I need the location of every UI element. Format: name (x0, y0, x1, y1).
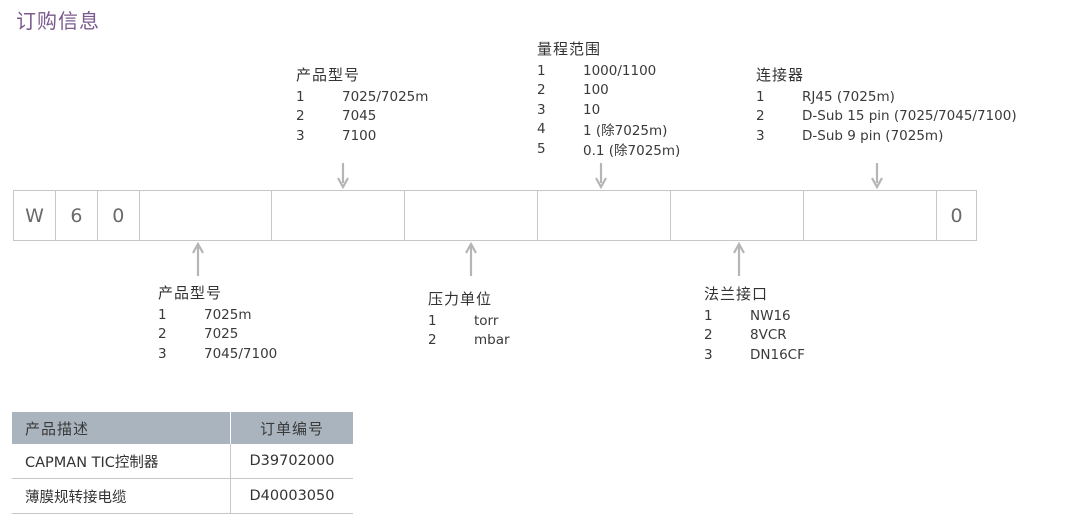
arrow-up-icon (192, 242, 204, 276)
product-table: 产品描述 订单编号 CAPMAN TIC控制器 D39702000 薄膜规转接电… (12, 412, 353, 514)
code-cell (671, 191, 805, 240)
column-header: 产品描述 (12, 412, 231, 444)
group-title: 压力单位 (428, 290, 493, 308)
table-row: CAPMAN TIC控制器 D39702000 (12, 444, 353, 479)
code-cell (272, 191, 406, 240)
code-cell: 0 (98, 191, 140, 240)
group-title: 量程范围 (537, 40, 602, 58)
table-cell: 薄膜规转接电缆 (12, 478, 231, 514)
arrow-up-icon (465, 242, 477, 276)
group-title: 产品型号 (296, 66, 361, 84)
page-title: 订购信息 (16, 9, 100, 33)
table-cell: D39702000 (230, 444, 353, 479)
code-cell: 0 (950, 204, 963, 227)
group-title: 法兰接口 (704, 285, 769, 303)
code-cell (405, 191, 538, 240)
arrow-down-icon (871, 163, 883, 189)
table-row: 薄膜规转接电缆 D40003050 (12, 478, 353, 514)
column-header: 订单编号 (230, 412, 353, 444)
code-cell: 6 (56, 191, 98, 240)
arrow-down-icon (337, 163, 349, 189)
code-cell: W (14, 191, 56, 240)
group-title: 连接器 (756, 66, 805, 84)
arrow-down-icon (595, 163, 607, 189)
table-header-row: 产品描述 订单编号 (12, 412, 353, 444)
group-title: 产品型号 (158, 284, 223, 302)
code-cell (140, 191, 273, 240)
code-cell (804, 191, 938, 240)
arrow-up-icon (733, 242, 745, 276)
order-code-bar: W 6 0 0 (13, 190, 977, 241)
table-cell: CAPMAN TIC控制器 (12, 444, 231, 479)
code-cell (538, 191, 671, 240)
table-cell: D40003050 (230, 478, 353, 514)
